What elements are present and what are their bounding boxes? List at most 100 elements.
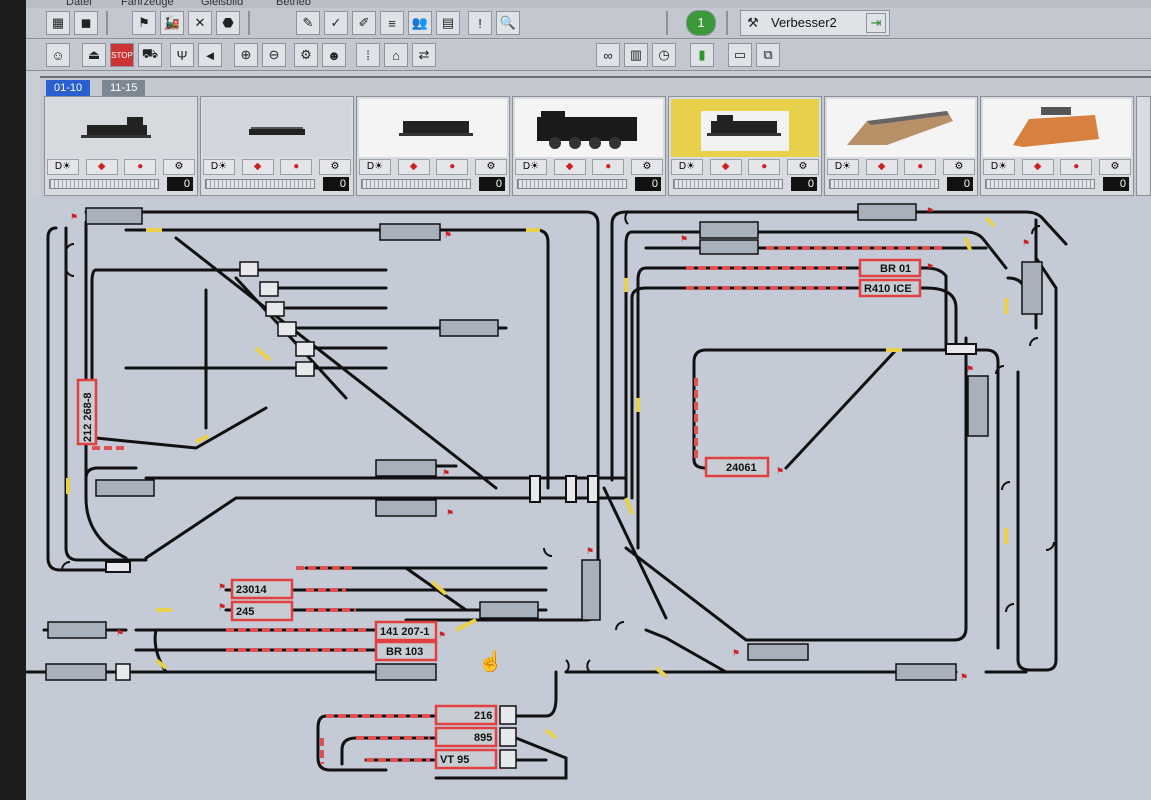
block-23014[interactable] xyxy=(230,578,294,600)
stop-dot-icon[interactable]: ● xyxy=(436,159,469,175)
speed-slider[interactable] xyxy=(985,179,1095,189)
pencil-icon[interactable]: ✎ xyxy=(296,11,320,35)
direction-icon[interactable]: ◆ xyxy=(709,159,742,175)
search-icon[interactable]: 🔍 xyxy=(496,11,520,35)
track-layout[interactable]: BR 01 R410 ICE 212 268-8 24061 23014 245… xyxy=(26,198,1151,800)
light-icon[interactable]: D☀ xyxy=(671,159,703,175)
block-br01[interactable] xyxy=(858,258,922,278)
direction-icon[interactable]: ◆ xyxy=(85,159,118,175)
zoom-out-icon[interactable]: ⊖ xyxy=(262,43,286,67)
block-895[interactable] xyxy=(434,726,498,748)
block-r410[interactable] xyxy=(858,278,922,298)
stop-dot-icon[interactable]: ● xyxy=(124,159,157,175)
speed-slider[interactable] xyxy=(361,179,471,189)
block-br103[interactable] xyxy=(374,640,438,662)
function-icon[interactable]: ⚙ xyxy=(162,159,195,175)
cube-icon[interactable]: ◼ xyxy=(74,11,98,35)
speed-slider[interactable] xyxy=(829,179,939,189)
function-icon[interactable]: ⚙ xyxy=(786,159,819,175)
menu-fahrzeuge[interactable]: Fahrzeuge xyxy=(121,0,174,8)
house-icon[interactable]: ⌂ xyxy=(384,43,408,67)
function-icon[interactable]: ⚙ xyxy=(474,159,507,175)
stop-dot-icon[interactable]: ● xyxy=(280,159,313,175)
direction-icon[interactable]: ◆ xyxy=(397,159,430,175)
block-212[interactable] xyxy=(76,378,98,446)
tab-01-10[interactable]: 01-10 xyxy=(46,80,91,96)
menu-betrieb[interactable]: Betrieb xyxy=(276,0,311,8)
function-icon[interactable]: ⚙ xyxy=(942,159,975,175)
speed-slider[interactable] xyxy=(517,179,627,189)
svg-text:⚑: ⚑ xyxy=(960,672,968,682)
toolbar-separator xyxy=(248,11,250,35)
monitor-icon[interactable]: ▭ xyxy=(728,43,752,67)
table-icon[interactable]: ▤ xyxy=(436,11,460,35)
crossing-icon[interactable]: ✕ xyxy=(188,11,212,35)
loco-card[interactable]: D☀ ◆ ● ⚙ 0 xyxy=(200,96,354,196)
clock-icon[interactable]: ◷ xyxy=(652,43,676,67)
label-r410: R410 ICE xyxy=(864,283,912,295)
menu-datei[interactable]: Datei xyxy=(66,0,92,8)
train-icon[interactable]: ⛟ xyxy=(138,43,162,67)
settings-icon[interactable]: ⚙ xyxy=(294,43,318,67)
people-edit-icon[interactable]: ☻ xyxy=(322,43,346,67)
loco-card[interactable]: D☀◆●⚙ 0 xyxy=(44,96,198,196)
binoculars-icon[interactable]: ∞ xyxy=(596,43,620,67)
grid-icon[interactable]: ▦ xyxy=(46,11,70,35)
function-icon[interactable]: ⚙ xyxy=(630,159,663,175)
speed-slider[interactable] xyxy=(673,179,783,189)
direction-icon[interactable]: ◆ xyxy=(1021,159,1054,175)
direction-icon[interactable]: ◆ xyxy=(865,159,898,175)
light-icon[interactable]: D☀ xyxy=(203,159,235,175)
light-icon[interactable]: D☀ xyxy=(983,159,1015,175)
battery-icon[interactable]: ▮ xyxy=(690,43,714,67)
emergency-icon[interactable]: ⏏ xyxy=(82,43,106,67)
menu-gleisbild[interactable]: Gleisbild xyxy=(201,0,244,8)
speed-slider[interactable] xyxy=(205,179,315,189)
warning-icon[interactable]: ! xyxy=(468,11,492,35)
speed-value: 0 xyxy=(323,177,349,191)
signal-man-icon[interactable]: ⚑ xyxy=(132,11,156,35)
locomotive-icon[interactable]: 🚂 xyxy=(160,11,184,35)
window-icon[interactable]: ⧉ xyxy=(756,43,780,67)
exit-icon[interactable]: ⇥ xyxy=(866,13,886,33)
zoom-in-icon[interactable]: ⊕ xyxy=(234,43,258,67)
operator-icon[interactable]: ☺ xyxy=(46,43,70,67)
light-icon[interactable]: D☀ xyxy=(359,159,391,175)
horn-icon[interactable]: ◄ xyxy=(198,43,222,67)
loco-card[interactable]: D☀◆●⚙ 0 xyxy=(512,96,666,196)
stop-dot-icon[interactable]: ● xyxy=(748,159,781,175)
stop-sign-icon[interactable]: ⬣ xyxy=(216,11,240,35)
function-icon[interactable]: ⚙ xyxy=(318,159,351,175)
stop-dot-icon[interactable]: ● xyxy=(1060,159,1093,175)
loco-card[interactable]: D☀◆●⚙ 0 xyxy=(824,96,978,196)
light-icon[interactable]: D☀ xyxy=(515,159,547,175)
function-icon[interactable]: ⚙ xyxy=(1098,159,1131,175)
block-245[interactable] xyxy=(230,600,294,622)
list-edit-icon[interactable]: ≡ xyxy=(380,11,404,35)
direction-icon[interactable]: ◆ xyxy=(553,159,586,175)
pen-icon[interactable]: ✐ xyxy=(352,11,376,35)
light-icon[interactable]: D☀ xyxy=(47,159,79,175)
speed-slider[interactable] xyxy=(49,179,159,189)
loco-card-partial[interactable] xyxy=(1136,96,1151,196)
block-vt95[interactable] xyxy=(434,748,498,770)
label-212: 212 268-8 xyxy=(82,392,94,442)
loco-card[interactable]: D☀◆●⚙ 0 xyxy=(356,96,510,196)
loco-card-active[interactable]: D☀◆●⚙ 0 xyxy=(668,96,822,196)
loco-card[interactable]: D☀◆●⚙ 0 xyxy=(980,96,1134,196)
block-24061[interactable] xyxy=(704,456,770,478)
edit-check-icon[interactable]: ✓ xyxy=(324,11,348,35)
switch-icon[interactable]: ⇄ xyxy=(412,43,436,67)
light-icon[interactable]: D☀ xyxy=(827,159,859,175)
schedule-icon[interactable]: ▥ xyxy=(624,43,648,67)
stop-icon[interactable]: STOP xyxy=(110,43,134,67)
block-141[interactable] xyxy=(374,620,438,642)
antenna-icon[interactable]: Ψ xyxy=(170,43,194,67)
block-216[interactable] xyxy=(434,704,498,726)
grid-dots-icon[interactable]: ⁞ xyxy=(356,43,380,67)
direction-icon[interactable]: ◆ xyxy=(241,159,274,175)
tab-11-15[interactable]: 11-15 xyxy=(102,80,146,96)
stop-dot-icon[interactable]: ● xyxy=(592,159,625,175)
people-icon[interactable]: 👥 xyxy=(408,11,432,35)
stop-dot-icon[interactable]: ● xyxy=(904,159,937,175)
